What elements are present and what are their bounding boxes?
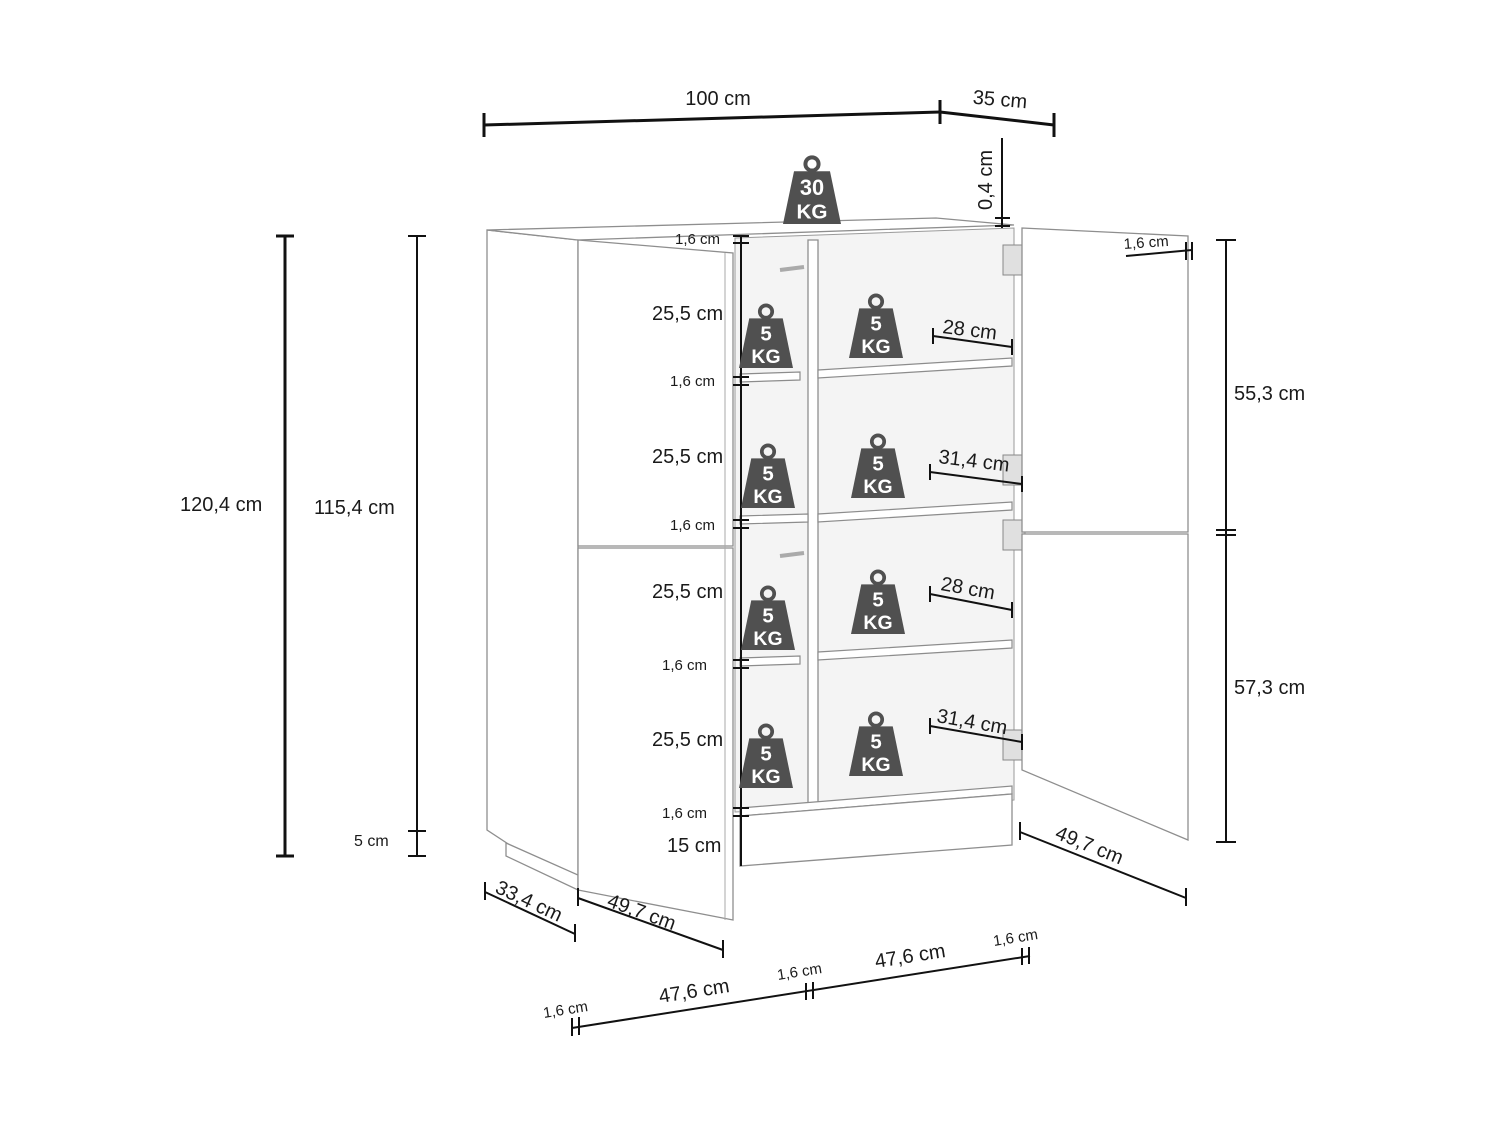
door-right-upper [1021, 227, 1189, 533]
weight-ring-icon [869, 433, 887, 450]
weight-shelf-5kg: 5KG [739, 723, 793, 788]
weight-number: 5 [762, 605, 773, 628]
cabinet-middle-divider [807, 239, 819, 809]
label-shelf-thickness: 1,6 cm [670, 517, 715, 534]
label-left-depth: 33,4 cm [492, 877, 566, 927]
label-door-right-width: 49,7 cm [1052, 822, 1126, 869]
weight-number: 5 [872, 453, 883, 476]
door-right-lower [1021, 533, 1189, 841]
shelf-right-3 [817, 639, 1013, 661]
weight-number: 5 [870, 731, 881, 754]
weight-unit: KG [751, 346, 780, 368]
label-compartment-height: 25,5 cm [652, 303, 723, 325]
dimension-lines [276, 100, 1236, 1036]
label-shelf-thickness: 1,6 cm [675, 231, 720, 248]
weight-icon [849, 726, 903, 776]
label-total-height: 120,4 cm [180, 494, 262, 516]
shelf-peg-icon [779, 265, 805, 272]
weight-unit: KG [753, 628, 782, 650]
weight-number: 5 [872, 589, 883, 612]
label-compartment-height: 25,5 cm [652, 581, 723, 603]
label-compartment-height: 25,5 cm [652, 729, 723, 751]
weight-icon [849, 308, 903, 358]
weight-unit: KG [863, 612, 892, 634]
weight-icon [741, 600, 795, 650]
weight-shelf-5kg: 5KG [849, 293, 903, 358]
label-lower-door-height: 57,3 cm [1234, 677, 1305, 699]
weight-unit: KG [861, 754, 890, 776]
weight-icon [739, 318, 793, 368]
weight-shelf-5kg: 5KG [849, 711, 903, 776]
label-bottom-side-left: 1,6 cm [542, 998, 589, 1022]
weight-icon [741, 458, 795, 508]
label-shelf-thickness: 1,6 cm [662, 805, 707, 822]
weight-ring-icon [757, 303, 775, 320]
cabinet-left-side [486, 229, 579, 892]
weight-ring-icon [759, 443, 777, 460]
weight-icon [851, 448, 905, 498]
label-base-height: 15 cm [667, 835, 721, 857]
door-left-lower [577, 547, 734, 921]
label-depth-top: 35 cm [972, 87, 1028, 114]
weight-unit: KG [863, 476, 892, 498]
label-compartment-height: 25,5 cm [652, 446, 723, 468]
weight-ring-icon [759, 585, 777, 602]
weight-number: 5 [760, 743, 771, 766]
weight-shelf-5kg: 5KG [851, 433, 905, 498]
weight-number: 5 [870, 313, 881, 336]
weight-shelf-5kg: 5KG [739, 303, 793, 368]
label-top-thickness: 0,4 cm [975, 150, 997, 210]
weight-icon [783, 171, 841, 224]
label-shelf-thickness: 1,6 cm [670, 373, 715, 390]
weight-ring-icon [867, 711, 885, 728]
label-bottom-inner-left: 47,6 cm [657, 975, 731, 1008]
weight-number: 5 [762, 463, 773, 486]
weight-ring-icon [757, 723, 775, 740]
label-bottom-middle: 1,6 cm [776, 960, 823, 984]
weight-number: 5 [760, 323, 771, 346]
label-door-thickness: 1,6 cm [1123, 233, 1169, 253]
weight-unit: KG [861, 336, 890, 358]
shelf-peg-icon [779, 551, 805, 558]
weight-icon [851, 584, 905, 634]
weight-shelf-5kg: 5KG [741, 443, 795, 508]
shelf-right-2 [817, 501, 1013, 523]
weight-ring-icon [867, 293, 885, 310]
label-body-height: 115,4 cm [314, 497, 395, 519]
shelf-right-1 [817, 357, 1013, 379]
cabinet-drawing [486, 217, 1189, 921]
weight-unit: KG [751, 766, 780, 788]
label-bottom-inner-right: 47,6 cm [873, 940, 947, 973]
shelf-left-2 [739, 513, 809, 525]
weight-shelf-5kg: 5KG [741, 585, 795, 650]
weight-shelf-5kg: 5KG [851, 569, 905, 634]
label-plinth-height: 5 cm [354, 833, 389, 850]
weight-number: 30 [800, 175, 824, 200]
door-left-upper [577, 239, 734, 547]
weight-unit: KG [753, 486, 782, 508]
label-width-top: 100 cm [685, 88, 751, 110]
weight-ring-icon [803, 155, 821, 173]
label-upper-door-height: 55,3 cm [1234, 383, 1305, 405]
label-shelf-thickness: 1,6 cm [662, 657, 707, 674]
weight-unit: KG [796, 201, 827, 224]
cabinet-interior [734, 227, 1015, 813]
label-bottom-side-right: 1,6 cm [992, 926, 1039, 950]
weight-ring-icon [869, 569, 887, 586]
weight-icon [739, 738, 793, 788]
